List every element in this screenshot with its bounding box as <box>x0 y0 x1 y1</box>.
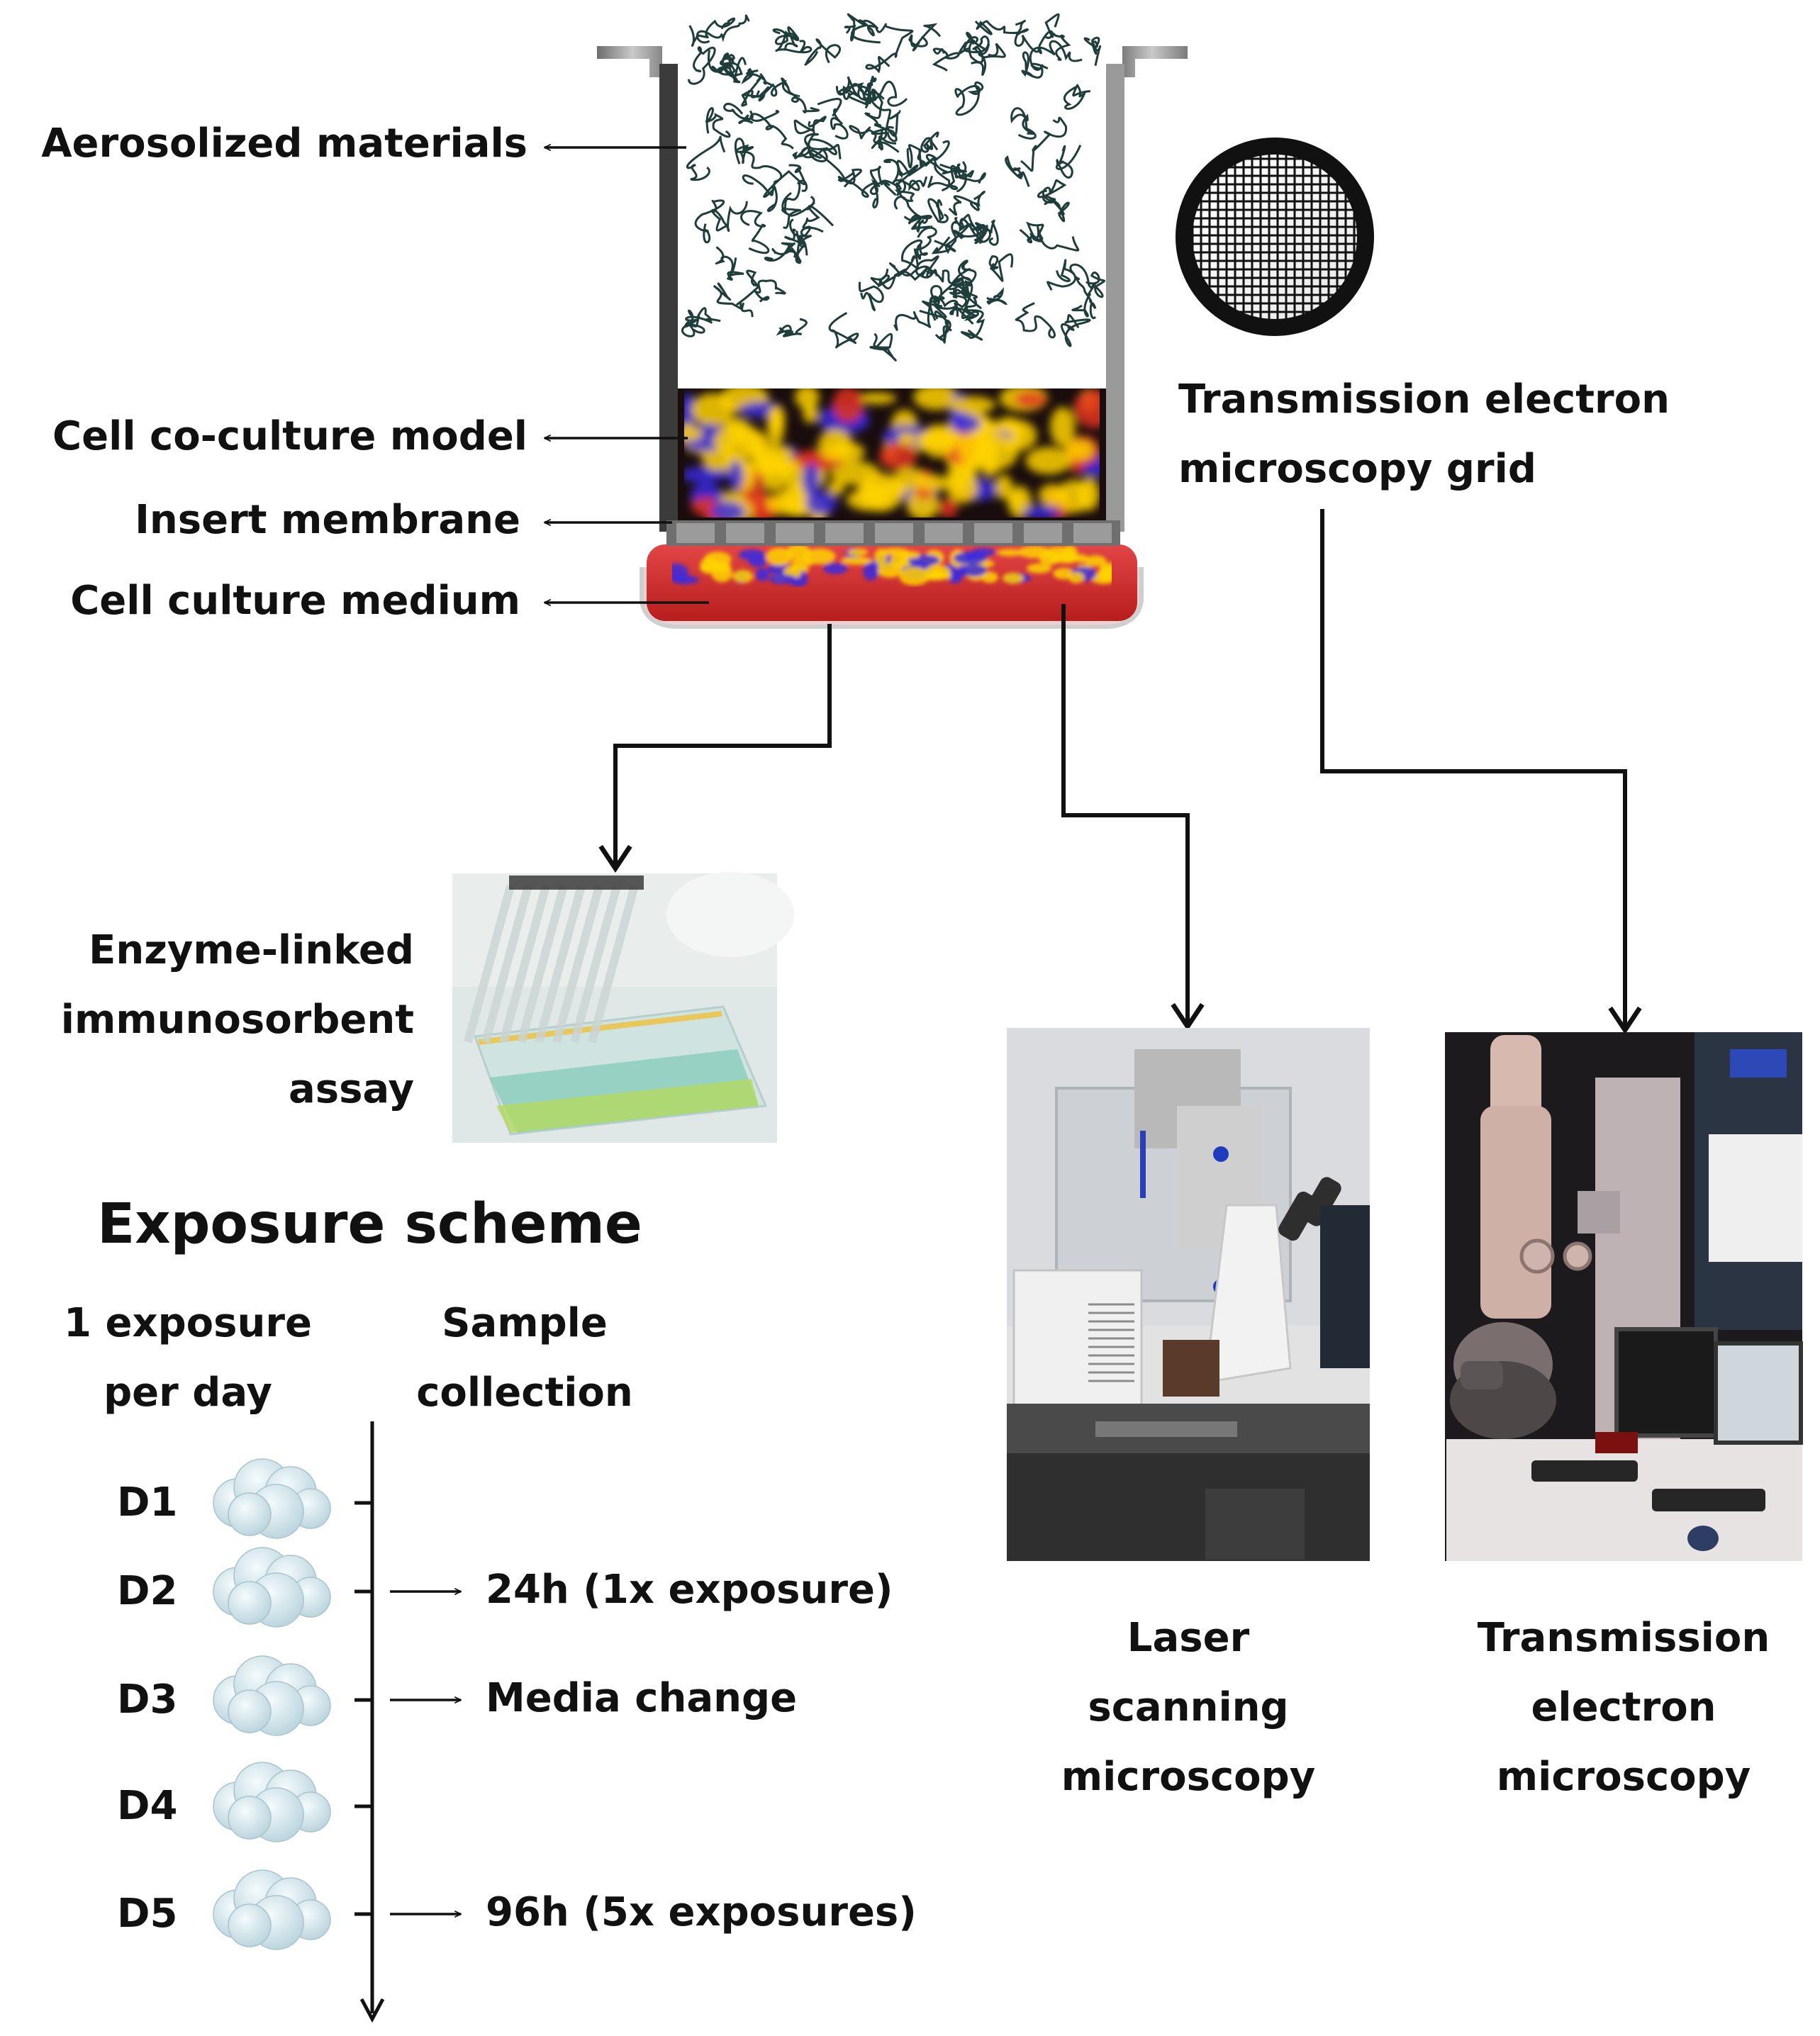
label-tem-line-1: Transmission <box>1477 1615 1770 1661</box>
sample-column-header: Sample collection <box>383 1289 666 1428</box>
cloud-icon <box>213 1655 331 1736</box>
exposure-col2-line-1: Sample <box>442 1300 608 1346</box>
exposure-scheme-title: Exposure scheme <box>97 1192 642 1256</box>
basal-cell-layer <box>672 544 1112 587</box>
exposure-column-header: 1 exposure per day <box>28 1289 347 1428</box>
label-insert-membrane: Insert membrane <box>135 497 520 543</box>
timeline-arrow-head <box>359 1998 385 2023</box>
label-elisa-line-1: Enzyme-linked <box>89 927 414 973</box>
tem-grid-icon <box>1176 138 1374 336</box>
workflow-connectors <box>598 509 1642 1035</box>
connector-elisa <box>598 624 832 873</box>
label-lsm-line-3: microscopy <box>1061 1754 1316 1800</box>
label-tem-grid: Transmission electron microscopy grid <box>1178 365 1670 504</box>
culture-well <box>640 544 1144 629</box>
exposure-col1-line-2: per day <box>104 1370 272 1416</box>
label-lsm-line-2: scanning <box>1088 1684 1289 1730</box>
connector-tem <box>1320 509 1642 1035</box>
culture-medium <box>647 544 1137 621</box>
label-elisa: Enzyme-linked immunosorbent assay <box>61 916 414 1124</box>
label-elisa-line-3: assay <box>288 1066 414 1112</box>
insert-wall-left <box>659 64 678 532</box>
label-aerosolized-materials: Aerosolized materials <box>41 121 527 167</box>
cloud-icon <box>213 1869 331 1950</box>
day-label: D1 <box>117 1480 178 1526</box>
tem-photo <box>1445 1032 1803 1561</box>
label-elisa-line-2: immunosorbent <box>60 997 414 1043</box>
label-arrows <box>545 147 709 603</box>
cloud-icon <box>213 1547 331 1628</box>
insert-flange-left <box>597 46 668 77</box>
connector-lsm <box>1061 604 1205 1031</box>
label-tem: Transmission electron microscopy <box>1432 1604 1815 1812</box>
sample-note: 96h (5x exposures) <box>486 1889 917 1935</box>
insert-flange-right <box>1117 46 1188 77</box>
day-label: D5 <box>117 1891 178 1937</box>
exposure-col1-line-1: 1 exposure <box>64 1300 312 1346</box>
label-tem-line-2: electron <box>1531 1684 1716 1730</box>
membrane-pores <box>676 523 1112 543</box>
sample-note: 24h (1x exposure) <box>486 1567 893 1613</box>
exposure-col2-line-2: collection <box>416 1370 633 1416</box>
label-tem-line-3: microscopy <box>1496 1754 1751 1800</box>
label-lsm-line-1: Laser <box>1127 1615 1250 1661</box>
cell-culture-insert <box>597 13 1188 546</box>
cloud-icon <box>213 1762 331 1842</box>
label-cell-coculture-model: Cell co-culture model <box>52 413 527 459</box>
exposure-timeline <box>213 1421 461 2023</box>
day-label: D3 <box>117 1677 178 1723</box>
label-cell-culture-medium: Cell culture medium <box>70 578 520 624</box>
sample-note: Media change <box>486 1675 798 1721</box>
cell-co-culture-layer <box>684 388 1100 518</box>
day-label: D4 <box>117 1783 178 1829</box>
lsm-photo <box>1007 1028 1370 1561</box>
label-tem-grid-line-1: Transmission electron <box>1178 376 1670 423</box>
elisa-photo <box>452 872 794 1143</box>
insert-wall-right <box>1106 64 1124 532</box>
day-label: D2 <box>117 1568 178 1614</box>
label-lsm: Laser scanning microscopy <box>1007 1604 1370 1812</box>
aerosolized-fibers <box>681 13 1106 362</box>
cloud-icon <box>213 1458 331 1539</box>
label-tem-grid-line-2: microscopy grid <box>1178 446 1536 492</box>
